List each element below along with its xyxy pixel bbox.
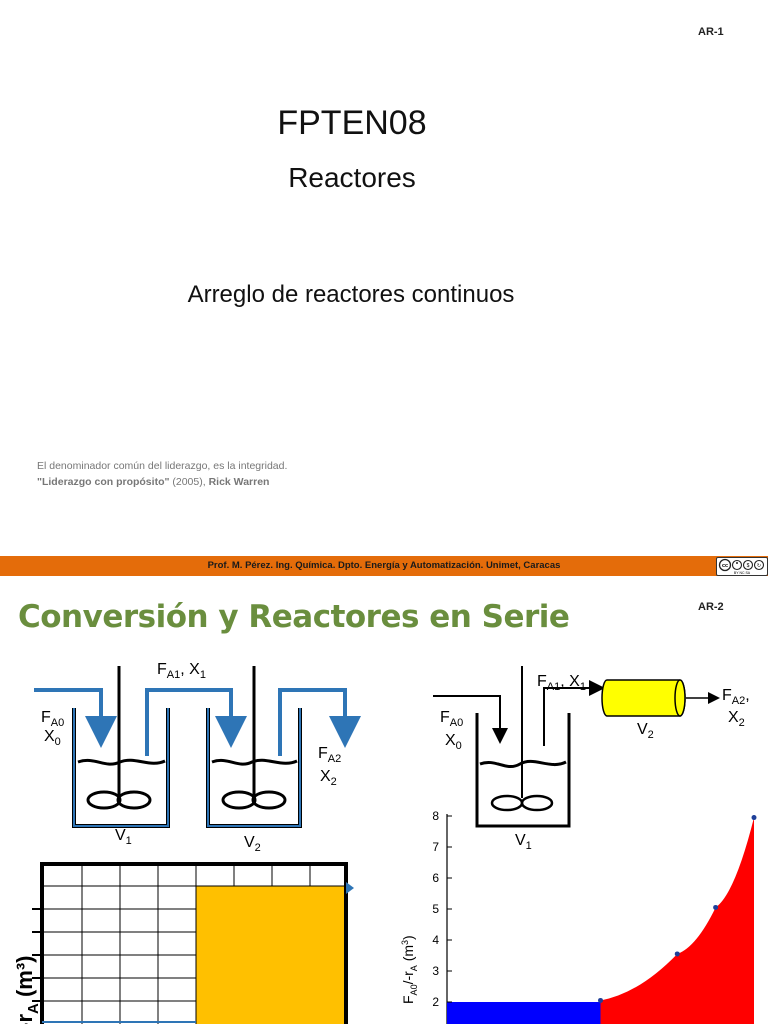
cc-license-text: BY NC SA [734,571,751,575]
y-tick-label: 4 [432,933,439,947]
chart-point [674,951,680,957]
feed-pipe-1 [34,688,117,748]
quote-book: "Liderazgo con propósito" [37,476,170,488]
connecting-pipe [145,688,247,756]
chart-point [713,904,719,910]
slide-2-title: Conversión y Reactores en Serie [18,599,570,635]
svg-text:↻: ↻ [757,563,761,569]
quote-citation: "Liderazgo con propósito" (2005), Rick W… [37,476,269,488]
label-fa0: FA0 [41,709,64,729]
pfr-tube [601,679,686,717]
slide-number-2: AR-2 [698,601,724,613]
pfr-region [600,817,754,1024]
right-label-x0: X0 [445,732,462,752]
quote-line: El denominador común del liderazgo, es l… [37,460,288,472]
label-x2: X2 [320,768,337,788]
label-v2: V2 [244,834,261,854]
slide-subtitle: Arreglo de reactores continuos [187,281,515,308]
label-fa2: FA2 [318,745,341,765]
label-v1: V1 [115,827,132,847]
cc-license-badge: cc $ ↻ BY NC SA [716,557,768,576]
label-fa1-x1: FA1, X1 [157,661,206,681]
right-label-v1: V1 [515,832,532,852]
cc-license-icon: cc $ ↻ BY NC SA [718,558,765,575]
outlet-pipe-2 [278,688,361,756]
y-tick-label: 6 [432,871,439,885]
quote-author: Rick Warren [208,476,270,488]
right-cstr-pfr: FA1, X1 FA0 X0 V2 FA2, X2 V1 [433,666,750,852]
quote-year: (2005), [169,476,209,488]
left-levenspiel-plot: /-rA (m³) [12,862,354,1024]
right-feed-pipe [433,695,508,744]
footer-bar: Prof. M. Pérez. Ing. Química. Dpto. Ener… [0,556,768,576]
chart-point [598,997,603,1003]
reactor-2-liquid [211,758,298,766]
chart-point [751,815,757,821]
slide-title: Reactores [288,162,416,193]
right-label-v2: V2 [637,721,654,741]
right-label-fa0: FA0 [440,709,463,729]
reactor-1-impeller [86,790,122,810]
reactor-1-liquid [77,758,166,766]
right-reactor-vessel [475,713,571,828]
left-cstr-series: FA1, X1 FA0 X0 FA2 X2 V1 V2 [34,661,361,854]
y-tick-label: 2 [432,995,439,1009]
right-label-fa1-x1: FA1, X1 [537,673,586,693]
plot-frame [40,862,348,1024]
y-tick-label: 5 [432,902,439,916]
right-label-x2: X2 [728,709,745,729]
right-reactor-liquid [479,759,567,769]
y-tick-label: 3 [432,964,439,978]
right-connecting-pipe [543,680,605,746]
right-levenspiel-chart: FA0/-rA (m3) 8 7 6 5 4 3 2 [400,809,757,1024]
svg-text:cc: cc [722,563,728,569]
label-x0: X0 [44,728,61,748]
reactor-2-impeller [221,790,257,810]
footer-text: Prof. M. Pérez. Ing. Química. Dpto. Ener… [207,560,561,571]
left-plot-ylabel: /-rA (m³) [12,956,42,1024]
curve-marker [346,882,354,894]
plot-grid [42,864,346,1024]
y-tick-label: 7 [432,840,439,854]
reactor-1-vessel [72,708,170,828]
slide-1: AR-1 FPTEN08 Reactores Arreglo de reacto… [37,26,724,488]
y-tick-label: 8 [432,809,439,823]
right-label-fa2: FA2, [722,687,750,707]
cstr2-area [196,886,346,1024]
right-reactor-impeller [490,794,524,812]
course-code: FPTEN08 [277,104,427,142]
chart-ylabel: FA0/-rA (m3) [400,935,419,1004]
slide-number: AR-1 [698,26,724,38]
svg-text:$: $ [747,563,750,569]
cstr-region [447,1002,601,1024]
slide-2: AR-2 Conversión y Reactores en Serie [0,576,768,1024]
reactor-diagrams: FA1, X1 FA0 X0 FA2 X2 V1 V2 [12,661,757,1024]
